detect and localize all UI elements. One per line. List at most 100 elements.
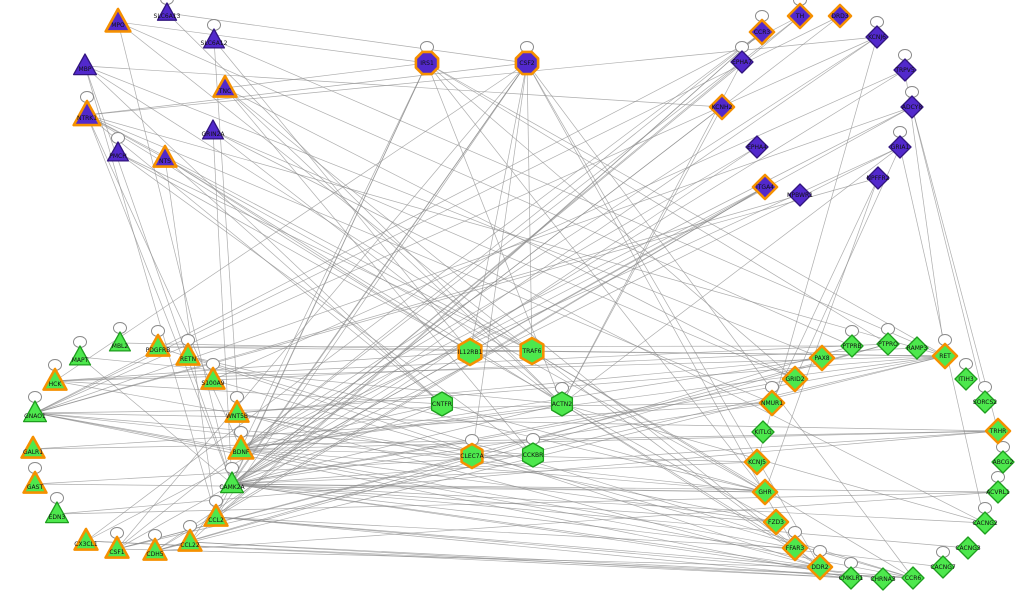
node-ACTN2[interactable]: ACTN2 [550,391,574,417]
triangle-node-shape[interactable] [156,2,178,21]
triangle-node-shape[interactable] [73,527,99,551]
node-PTPRO[interactable]: PTPRO [876,332,900,356]
triangle-node-shape[interactable] [72,53,98,76]
diamond-node-shape[interactable] [751,420,775,444]
node-TRPV5[interactable]: TRPV5 [893,58,917,82]
hexagon-node-shape[interactable] [457,337,483,367]
diamond-node-shape[interactable] [986,480,1010,504]
diamond-node-shape[interactable] [781,365,809,393]
triangle-node-shape[interactable] [175,342,201,366]
triangle-node-shape[interactable] [219,471,245,494]
octagon-node-shape[interactable] [514,50,540,76]
triangle-node-shape[interactable] [22,470,48,494]
triangle-node-shape[interactable] [42,367,68,391]
node-ACVRL1[interactable]: ACVRL1 [986,480,1010,504]
hexagon-node-shape[interactable] [550,391,574,417]
triangle-node-shape[interactable] [44,501,70,524]
node-GRIA1[interactable]: GRIA1 [888,135,912,159]
triangle-node-shape[interactable] [227,434,255,460]
diamond-node-shape[interactable] [888,135,912,159]
diamond-node-shape[interactable] [905,336,929,360]
diamond-node-shape[interactable] [973,511,997,535]
diamond-node-shape[interactable] [973,390,997,414]
diamond-node-shape[interactable] [931,342,959,370]
triangle-node-shape[interactable] [202,28,226,49]
node-CACNG7[interactable]: CACNG7 [930,555,956,579]
node-GALR1[interactable]: GALR1 [20,435,46,459]
triangle-node-shape[interactable] [104,7,132,33]
node-HCK[interactable]: HCK [42,367,68,391]
diamond-node-shape[interactable] [730,50,754,74]
node-CACNG2[interactable]: CACNG2 [972,511,998,535]
node-MBP[interactable]: MBP [72,53,98,76]
hexagon-node-shape[interactable] [460,442,484,470]
node-PMCH[interactable]: PMCH [106,141,130,162]
node-SLC6A13[interactable]: SLC6A13 [154,2,181,21]
diamond-node-shape[interactable] [991,450,1015,474]
node-ABCG2[interactable]: ABCG2 [991,450,1015,474]
node-SORCS2[interactable]: SORCS2 [973,390,997,414]
node-CNTFR[interactable]: CNTFR [430,391,454,417]
triangle-node-shape[interactable] [200,366,226,390]
diamond-node-shape[interactable] [708,93,736,121]
diamond-node-shape[interactable] [893,58,917,82]
triangle-node-shape[interactable] [201,119,225,140]
diamond-node-shape[interactable] [762,508,790,536]
node-EPHA4[interactable]: EPHA4 [745,135,769,159]
triangle-node-shape[interactable] [203,503,229,527]
node-TH[interactable]: TH [786,2,814,30]
triangle-node-shape[interactable] [72,99,102,127]
diamond-node-shape[interactable] [876,332,900,356]
triangle-node-shape[interactable] [108,331,132,352]
node-TRAF6[interactable]: TRAF6 [519,336,545,366]
hexagon-node-shape[interactable] [519,336,545,366]
node-KCNJ5[interactable]: KCNJ5 [743,448,771,476]
diamond-node-shape[interactable] [806,553,834,581]
hexagon-node-shape[interactable] [430,391,454,417]
triangle-node-shape[interactable] [145,333,171,357]
diamond-node-shape[interactable] [900,95,924,119]
node-KCNJ6[interactable]: KCNJ6 [865,25,889,49]
node-ITGA4[interactable]: ITGA4 [751,173,779,201]
node-CMKLR1[interactable]: CMKLR1 [839,566,864,590]
triangle-node-shape[interactable] [20,435,46,459]
diamond-node-shape[interactable] [758,389,786,417]
diamond-node-shape[interactable] [808,344,836,372]
node-CSF2[interactable]: CSF2 [514,50,540,76]
node-GHR[interactable]: GHR [751,478,779,506]
node-NPFFR2[interactable]: NPFFR2 [866,166,890,190]
octagon-node-shape[interactable] [414,50,440,76]
node-CX3CL1[interactable]: CX3CL1 [73,527,99,551]
triangle-node-shape[interactable] [142,537,168,561]
triangle-node-shape[interactable] [106,141,130,162]
node-IL12RB1[interactable]: IL12RB1 [457,337,483,367]
node-GAST[interactable]: GAST [22,470,48,494]
diamond-node-shape[interactable] [786,2,814,30]
triangle-node-shape[interactable] [22,400,48,423]
node-PDGFRB[interactable]: PDGFRB [145,333,171,357]
diamond-node-shape[interactable] [901,566,925,590]
node-RET[interactable]: RET [931,342,959,370]
triangle-node-shape[interactable] [224,399,250,423]
node-SLC6A12[interactable]: SLC6A12 [201,28,228,49]
triangle-node-shape[interactable] [152,144,178,168]
node-EDN3[interactable]: EDN3 [44,501,70,524]
node-TRHR[interactable]: TRHR [984,417,1012,445]
node-MAPT[interactable]: MAPT [68,345,92,366]
node-GNAO1[interactable]: GNAO1 [22,400,48,423]
triangle-node-shape[interactable] [68,345,92,366]
diamond-node-shape[interactable] [931,555,955,579]
node-CCR6[interactable]: CCR6 [901,566,925,590]
node-PTPRB[interactable]: PTPRB [840,334,864,358]
diamond-node-shape[interactable] [745,135,769,159]
diamond-node-shape[interactable] [956,536,980,560]
diamond-node-shape[interactable] [866,166,890,190]
node-GRIN2A[interactable]: GRIN2A [201,119,226,140]
diamond-node-shape[interactable] [751,478,779,506]
node-KITLG[interactable]: KITLG [751,420,775,444]
triangle-node-shape[interactable] [212,74,238,98]
node-NPBWR1[interactable]: NPBWR1 [787,183,813,207]
node-ADCY8[interactable]: ADCY8 [900,95,924,119]
hexagon-node-shape[interactable] [521,442,545,468]
diamond-node-shape[interactable] [984,417,1012,445]
